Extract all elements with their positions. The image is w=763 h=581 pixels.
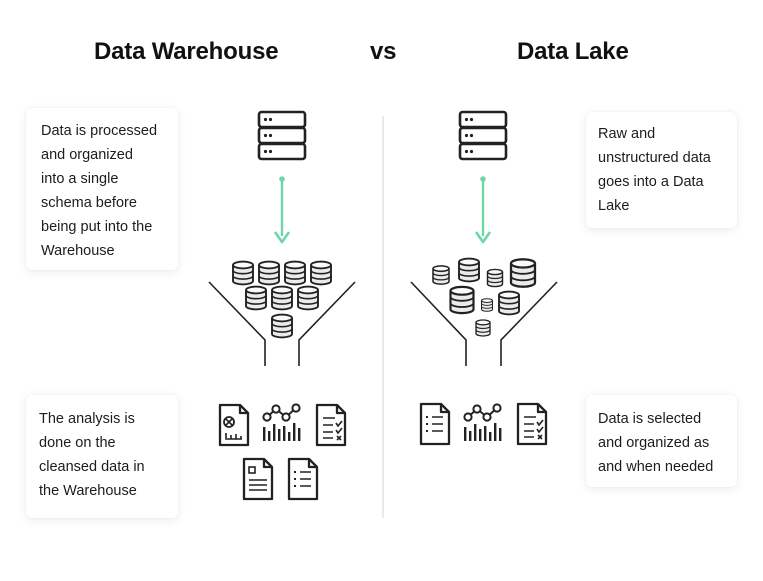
database-icon	[432, 257, 537, 337]
lake-selected-card: Data is selected and organized as and wh…	[586, 395, 737, 487]
arrow-down-icon	[474, 176, 492, 244]
list-document-icon	[289, 459, 317, 499]
server-icon	[257, 110, 307, 161]
vs-label: vs	[370, 38, 397, 65]
database-icon	[232, 260, 332, 339]
report-icon	[220, 405, 248, 445]
lake-raw-text: Raw and unstructured data goes into a Da…	[598, 126, 711, 214]
warehouse-analysis-card: The analysis is done on the cleansed dat…	[26, 395, 178, 518]
lake-selected-text: Data is selected and organized as and wh…	[598, 411, 714, 475]
data-warehouse-title: Data Warehouse	[94, 38, 279, 65]
funnel-icon	[208, 281, 356, 366]
warehouse-process-text: Data is processed and organized into a s…	[41, 123, 158, 259]
list-document-icon	[421, 404, 449, 444]
data-lake-title: Data Lake	[517, 38, 629, 65]
funnel-icon	[410, 281, 558, 366]
warehouse-analysis-text: The analysis is done on the cleansed dat…	[39, 411, 145, 499]
arrow-down-icon	[273, 176, 291, 244]
checklist-icon	[518, 404, 546, 444]
document-icon	[244, 459, 272, 499]
warehouse-process-card: Data is processed and organized into a s…	[26, 108, 178, 270]
chart-icon	[262, 403, 302, 442]
checklist-icon	[317, 405, 345, 445]
server-icon	[458, 110, 508, 161]
chart-icon	[463, 403, 503, 442]
lake-raw-card: Raw and unstructured data goes into a Da…	[586, 112, 737, 228]
